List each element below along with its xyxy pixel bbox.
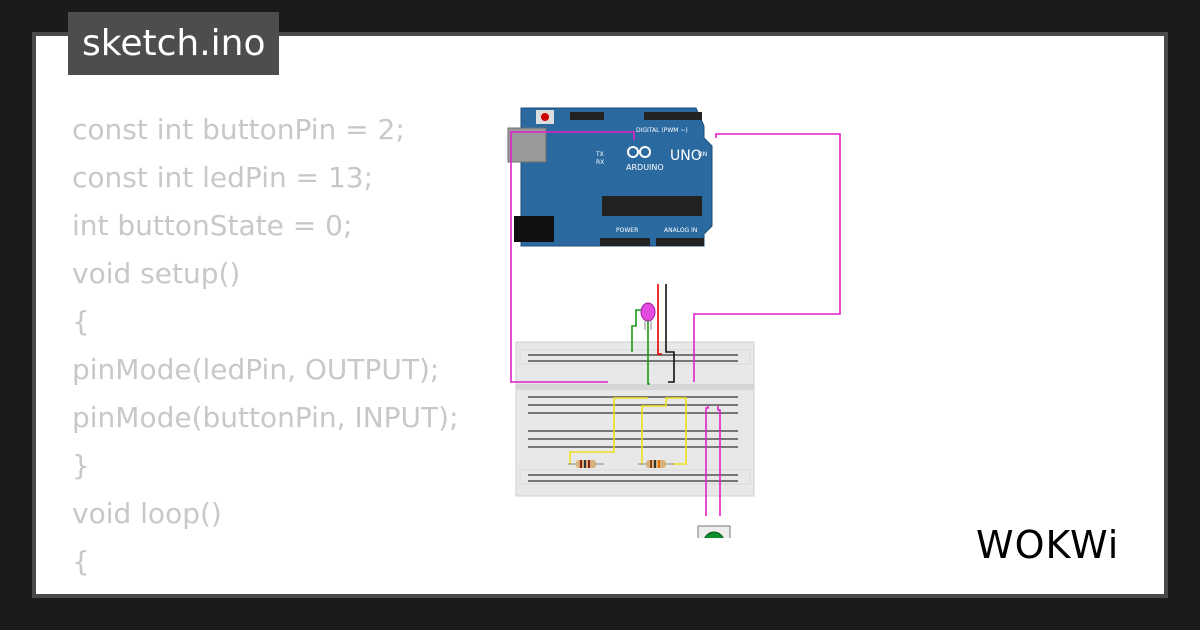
code-line: const int ledPin = 13; <box>72 161 374 194</box>
wire-yellow-2 <box>640 397 687 465</box>
code-line: } <box>72 449 90 482</box>
arduino-model: UNO <box>670 148 702 164</box>
code-listing: const int buttonPin = 2; const int ledPi… <box>72 106 603 594</box>
file-tab-label: sketch.ino <box>82 23 266 64</box>
resistor-2[interactable] <box>638 460 674 468</box>
code-line: { <box>72 305 90 338</box>
code-line: pinMode(buttonPin, INPUT); <box>72 401 459 434</box>
on-label: ON <box>698 151 707 158</box>
reset-icon <box>541 113 549 121</box>
wire-magenta-btn-1 <box>705 406 709 516</box>
wire-magenta-right <box>693 133 841 382</box>
code-line: void setup() <box>72 257 241 290</box>
power-rail-bottom <box>519 469 751 485</box>
wokwi-logo: WOKWi <box>976 523 1119 567</box>
header-digital <box>644 112 702 120</box>
push-button[interactable] <box>697 525 731 538</box>
resistor-1[interactable] <box>568 460 604 468</box>
arduino-uno-board[interactable]: ARDUINO UNO DIGITAL (PWM ~) TX RX ON POW… <box>507 107 713 247</box>
wire-magenta-btn-2 <box>717 406 721 516</box>
wokwi-logo-text: WOKWi <box>976 523 1119 567</box>
circuit-diagram: ARDUINO UNO DIGITAL (PWM ~) TX RX ON POW… <box>507 107 841 538</box>
arduino-brand: ARDUINO <box>626 163 664 172</box>
code-line: { <box>72 545 90 578</box>
led-icon[interactable] <box>640 302 656 330</box>
header-analog <box>656 238 704 246</box>
header-left <box>570 112 604 120</box>
microcontroller-chip <box>602 196 702 216</box>
preview-card: const int buttonPin = 2; const int ledPi… <box>32 32 1168 598</box>
code-line: const int buttonPin = 2; <box>72 113 405 146</box>
breadboard[interactable] <box>515 341 755 497</box>
arduino-logo-icon <box>627 146 651 158</box>
usb-port <box>507 127 547 163</box>
power-rail-top <box>519 349 751 365</box>
power-jack <box>514 216 554 242</box>
file-tab[interactable]: sketch.ino <box>68 12 280 75</box>
digital-label: DIGITAL (PWM ~) <box>636 127 688 134</box>
code-line: pinMode(ledPin, OUTPUT); <box>72 353 440 386</box>
wire-black <box>665 284 675 383</box>
power-label: POWER <box>616 227 638 234</box>
wire-magenta-left <box>510 131 635 383</box>
wire-green-2 <box>631 309 642 352</box>
rx-label: RX <box>596 159 604 166</box>
code-line: int buttonState = 0; <box>72 209 353 242</box>
analog-label: ANALOG IN <box>664 227 697 234</box>
code-line: buttonState = digitalRead(buttonPin); <box>72 586 603 594</box>
code-line: void loop() <box>72 497 222 530</box>
tx-label: TX <box>595 151 604 158</box>
header-power <box>600 238 650 246</box>
wire-red <box>657 284 662 355</box>
